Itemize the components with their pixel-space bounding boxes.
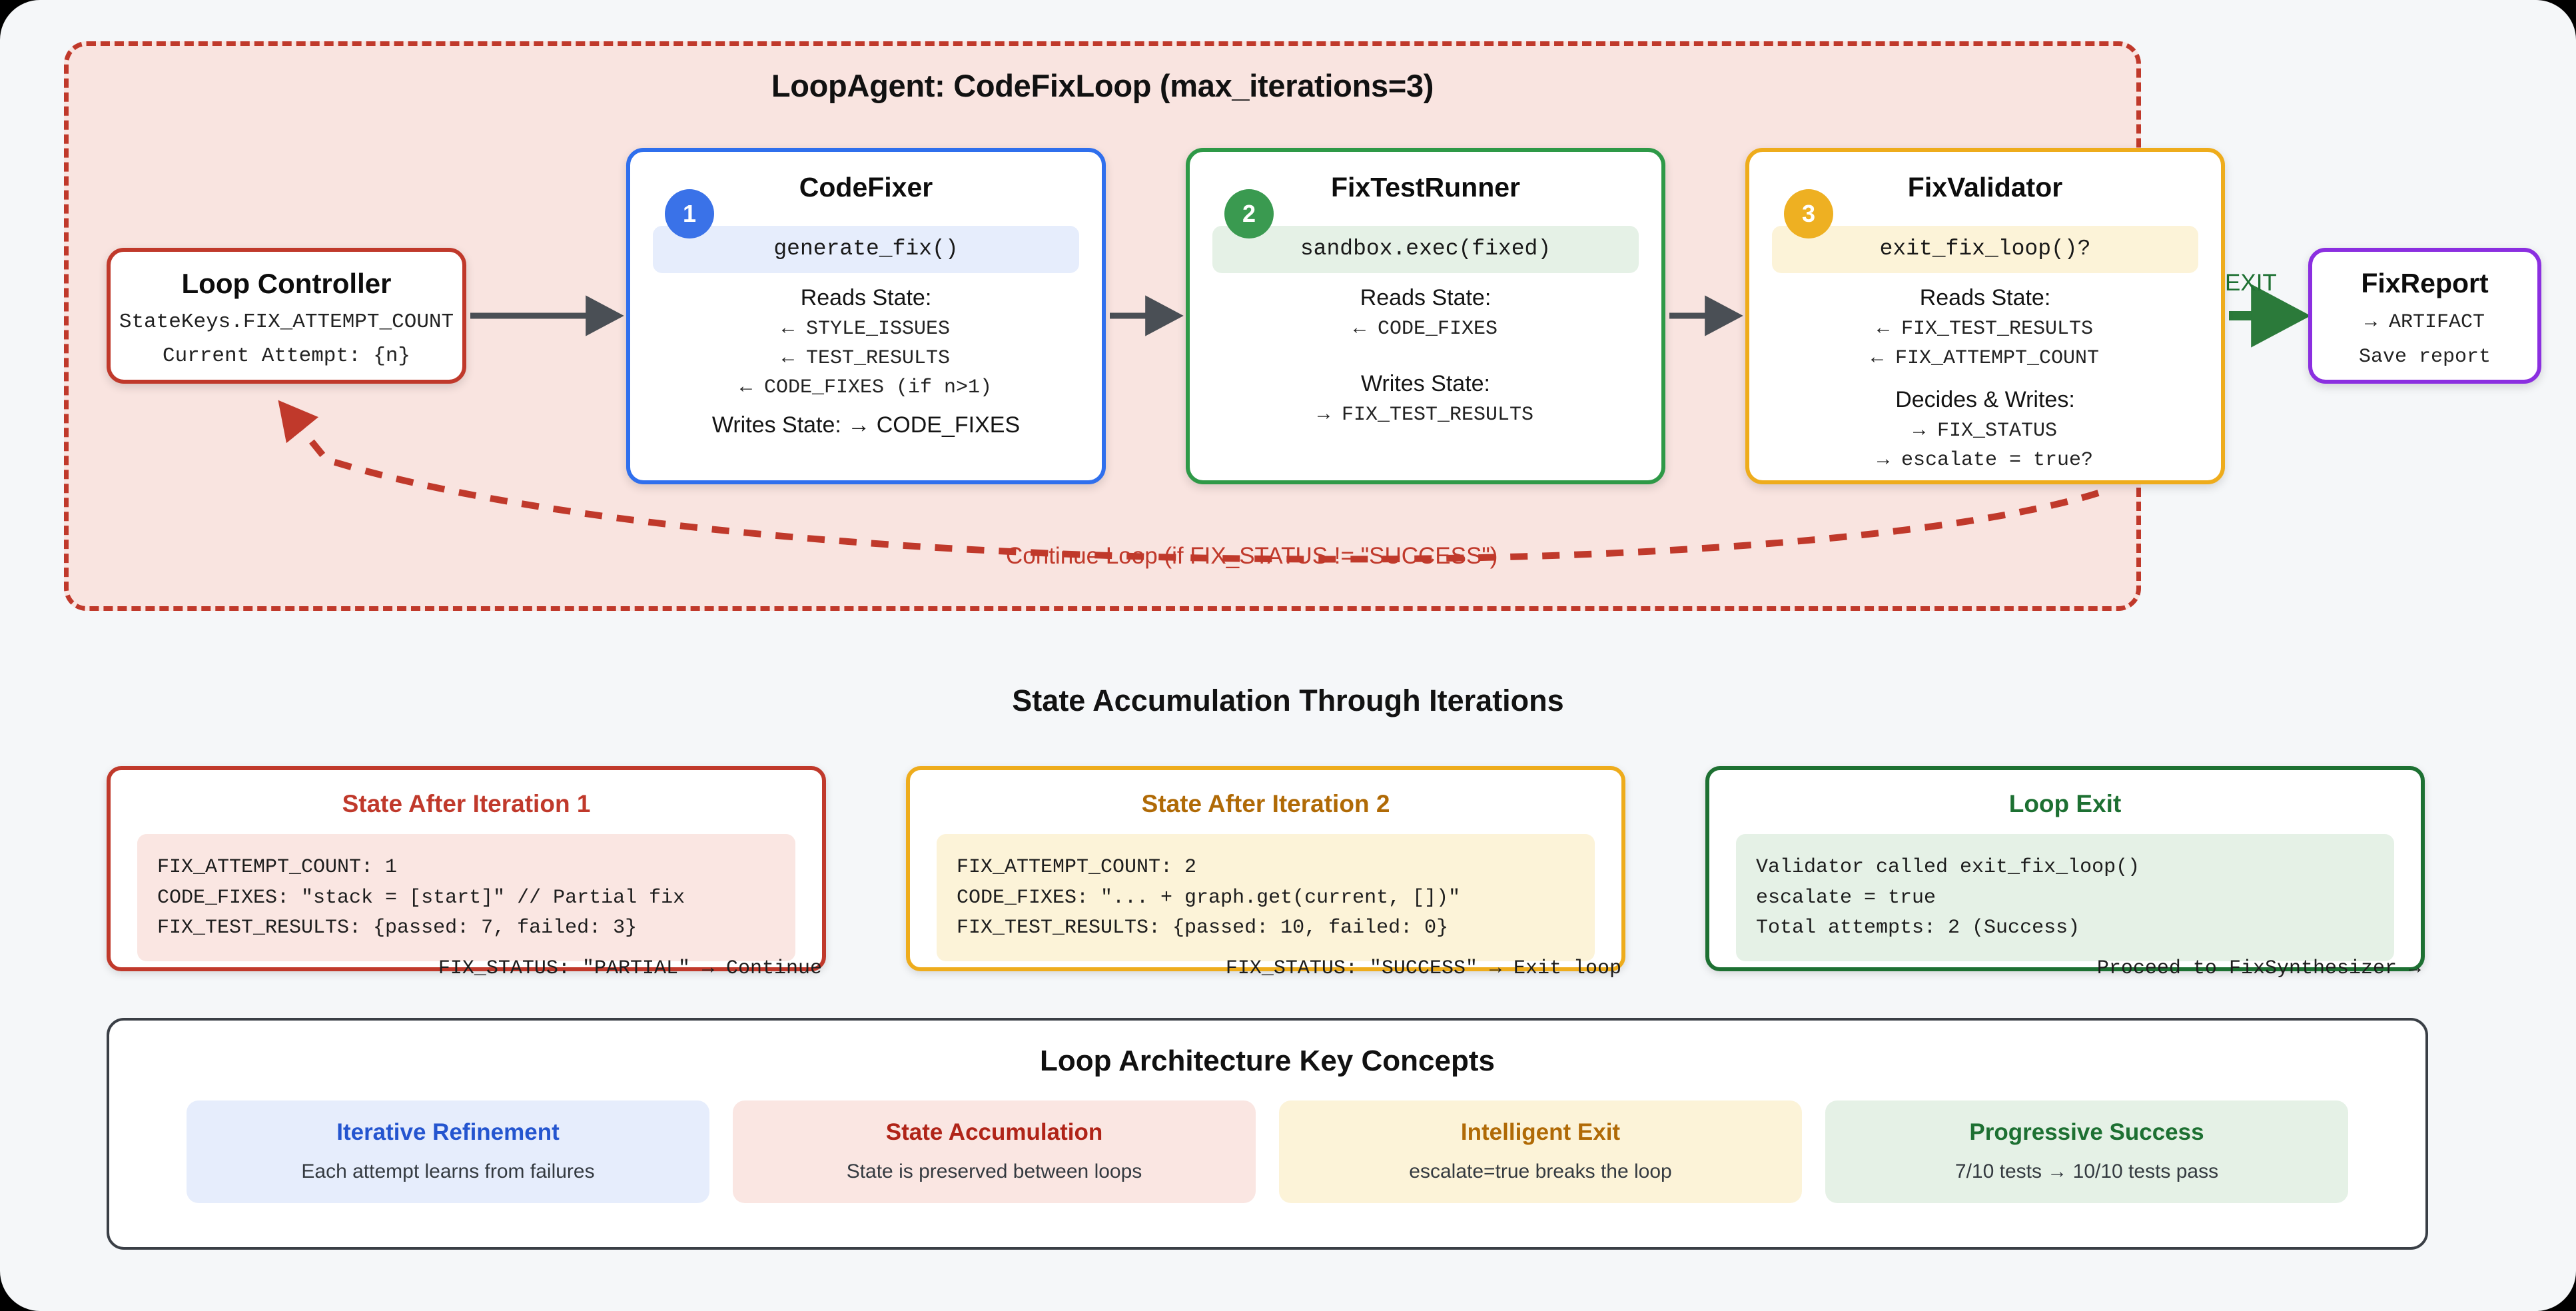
concept-0-title: Iterative Refinement [336, 1119, 560, 1145]
loop-controller-statekey: StateKeys.FIX_ATTEMPT_COUNT [119, 310, 454, 334]
concept-2-title: Intelligent Exit [1460, 1119, 1621, 1145]
key-concepts-title: Loop Architecture Key Concepts [1040, 1045, 1495, 1077]
state-card-3-body: Validator called exit_fix_loop() escalat… [1736, 834, 2394, 961]
node-fixvalidator-title: FixValidator [1907, 172, 2063, 203]
state-card-1-line-1: CODE_FIXES: "stack = [start]" // Partial… [157, 886, 685, 909]
step-badge-3: 3 [1784, 189, 1833, 238]
node-codefixer-reads-label: Reads State: [800, 285, 932, 310]
node-fixtestrunner-method[interactable]: sandbox.exec(fixed) [1212, 226, 1639, 273]
state-section-heading: State Accumulation Through Iterations [1012, 683, 1564, 717]
step-badge-1: 1 [665, 189, 714, 238]
loop-controller-title: Loop Controller [181, 268, 392, 299]
state-card-1-title: State After Iteration 1 [342, 790, 591, 817]
state-card-loop-exit[interactable]: Loop Exit Validator called exit_fix_loop… [1705, 766, 2425, 980]
node-fixreport-save: Save report [2358, 346, 2491, 368]
node-codefixer-read-1: ← TEST_RESULTS [781, 347, 951, 370]
state-card-2-body: FIX_ATTEMPT_COUNT: 2 CODE_FIXES: "... + … [937, 834, 1595, 961]
node-fixvalidator[interactable]: 3 FixValidator exit_fix_loop()? Reads St… [1745, 148, 2225, 484]
state-card-3-line-2: Total attempts: 2 (Success) [1756, 917, 2080, 940]
node-codefixer[interactable]: 1 CodeFixer generate_fix() Reads State: … [626, 148, 1106, 484]
state-card-3-title: Loop Exit [2008, 790, 2122, 817]
state-card-2-line-2: FIX_TEST_RESULTS: {passed: 10, failed: 0… [957, 917, 1449, 940]
node-codefixer-writes: Writes State: → CODE_FIXES [711, 412, 1021, 438]
concept-1-title: State Accumulation [885, 1119, 1103, 1145]
step-badge-2: 2 [1224, 189, 1274, 238]
node-fixvalidator-write-0: → FIX_STATUS [1913, 420, 2058, 442]
loop-controller-attempt: Current Attempt: {n} [162, 344, 411, 368]
node-codefixer-method[interactable]: generate_fix() [653, 226, 1079, 273]
state-card-2-title: State After Iteration 2 [1141, 790, 1390, 817]
concept-progressive-success[interactable]: Progressive Success 7/10 tests → 10/10 t… [1825, 1100, 2348, 1203]
concept-intelligent-exit[interactable]: Intelligent Exit escalate=true breaks th… [1279, 1100, 1802, 1203]
node-fixtestrunner[interactable]: 2 FixTestRunner sandbox.exec(fixed) Read… [1186, 148, 1665, 484]
state-card-1-body: FIX_ATTEMPT_COUNT: 1 CODE_FIXES: "stack … [137, 834, 795, 961]
key-concepts-row: Iterative Refinement Each attempt learns… [109, 1100, 2425, 1203]
state-card-1-line-2: FIX_TEST_RESULTS: {passed: 7, failed: 3} [157, 917, 638, 940]
concept-iterative-refinement[interactable]: Iterative Refinement Each attempt learns… [187, 1100, 709, 1203]
state-card-1-footer: FIX_STATUS: "PARTIAL" → Continue [438, 957, 822, 980]
node-codefixer-read-2: ← CODE_FIXES (if n>1) [739, 376, 993, 399]
state-card-2-footer: FIX_STATUS: "SUCCESS" → Exit loop [1225, 957, 1621, 980]
node-fixvalidator-read-1: ← FIX_ATTEMPT_COUNT [1871, 347, 2100, 370]
concept-state-accumulation[interactable]: State Accumulation State is preserved be… [733, 1100, 1256, 1203]
node-fixvalidator-read-0: ← FIX_TEST_RESULTS [1877, 318, 2094, 340]
arrow-continue-loop [278, 400, 2100, 563]
concept-3-title: Progressive Success [1969, 1119, 2204, 1145]
loop-title: LoopAgent: CodeFixLoop (max_iterations=3… [771, 68, 1434, 103]
node-fixreport-title: FixReport [2361, 268, 2489, 298]
node-fixtestrunner-writes-label: Writes State: [1361, 371, 1490, 396]
concept-2-desc: escalate=true breaks the loop [1409, 1160, 1672, 1182]
node-fixreport-artifact: → ARTIFACT [2364, 311, 2485, 334]
state-card-2-line-0: FIX_ATTEMPT_COUNT: 2 [957, 856, 1197, 879]
state-card-3-line-1: escalate = true [1756, 886, 1936, 909]
node-fixvalidator-write-1: → escalate = true? [1877, 449, 2094, 472]
node-fixtestrunner-write-0: → FIX_TEST_RESULTS [1317, 404, 1534, 426]
state-card-3-line-0: Validator called exit_fix_loop() [1756, 856, 2140, 879]
node-codefixer-read-0: ← STYLE_ISSUES [781, 318, 951, 340]
node-fixtestrunner-reads-label: Reads State: [1360, 285, 1492, 310]
concept-0-desc: Each attempt learns from failures [301, 1160, 595, 1182]
state-card-iteration-2[interactable]: State After Iteration 2 FIX_ATTEMPT_COUN… [906, 766, 1625, 980]
state-card-iteration-1[interactable]: State After Iteration 1 FIX_ATTEMPT_COUN… [107, 766, 826, 980]
node-fixreport[interactable]: FixReport → ARTIFACT Save report [2308, 248, 2541, 384]
node-fixtestrunner-title: FixTestRunner [1331, 172, 1520, 203]
state-card-2-line-1: CODE_FIXES: "... + graph.get(current, []… [957, 886, 1461, 909]
node-fixvalidator-method[interactable]: exit_fix_loop()? [1772, 226, 2198, 273]
key-concepts-panel: Loop Architecture Key Concepts Iterative… [107, 1018, 2428, 1250]
node-fixvalidator-reads-label: Reads State: [1919, 285, 2051, 310]
state-card-1-line-0: FIX_ATTEMPT_COUNT: 1 [157, 856, 398, 879]
loop-controller-node[interactable]: Loop Controller StateKeys.FIX_ATTEMPT_CO… [107, 248, 466, 384]
node-fixvalidator-writes-label: Decides & Writes: [1895, 387, 2075, 412]
state-card-3-footer: Proceed to FixSynthesizer → [2096, 957, 2421, 980]
continue-loop-label: Continue Loop (if FIX_STATUS != "SUCCESS… [1006, 543, 1498, 569]
concept-3-desc: 7/10 tests → 10/10 tests pass [1954, 1160, 2219, 1182]
concept-1-desc: State is preserved between loops [846, 1160, 1142, 1182]
node-fixtestrunner-read-0: ← CODE_FIXES [1353, 318, 1498, 340]
exit-label: EXIT [2225, 270, 2277, 296]
node-codefixer-title: CodeFixer [799, 172, 933, 203]
